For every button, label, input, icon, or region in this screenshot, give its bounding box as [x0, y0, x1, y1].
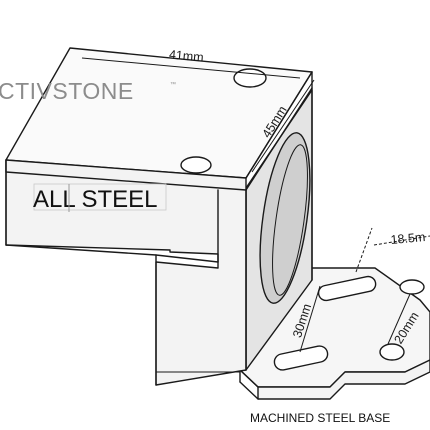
- top-hole-front: [180, 156, 212, 174]
- base-caption: MACHINED STEEL BASE: [250, 411, 390, 425]
- dim-label-width: 41mm: [168, 48, 204, 65]
- top-hole-right: [233, 68, 267, 88]
- dim-label-offset: 18.5m: [390, 230, 426, 247]
- base-front-edge: [257, 359, 430, 400]
- side-bore-inner: [272, 144, 308, 296]
- main-block: [5, 47, 313, 386]
- dim-leader-offset: [355, 227, 373, 273]
- top-edge: [245, 71, 313, 179]
- dim-line-hole-spacing: [387, 293, 411, 345]
- notch-outline: [5, 244, 157, 386]
- material-label: ALL STEEL: [33, 183, 167, 213]
- dim-line-width: [81, 57, 301, 79]
- material-label-text: ALL STEEL: [33, 186, 158, 213]
- base-edge: [239, 369, 259, 388]
- base-hole-right-upper: [399, 279, 425, 295]
- slot-upper: [317, 275, 377, 302]
- dim-line-offset: [373, 235, 430, 246]
- dim-line-slot: [299, 285, 321, 353]
- slot-lower: [273, 345, 329, 371]
- base-edge: [239, 381, 259, 400]
- text-selection-box: [33, 183, 167, 211]
- brand-wordmark: CTIVSTONE: [0, 78, 134, 104]
- brand-logo: CTIVSTONE ™: [0, 78, 176, 104]
- brand-trademark: ™: [170, 81, 176, 88]
- base-hole-right-lower: [379, 343, 405, 361]
- top-edge: [245, 87, 313, 191]
- dim-line-depth: [251, 79, 315, 173]
- notch-step: [155, 254, 219, 263]
